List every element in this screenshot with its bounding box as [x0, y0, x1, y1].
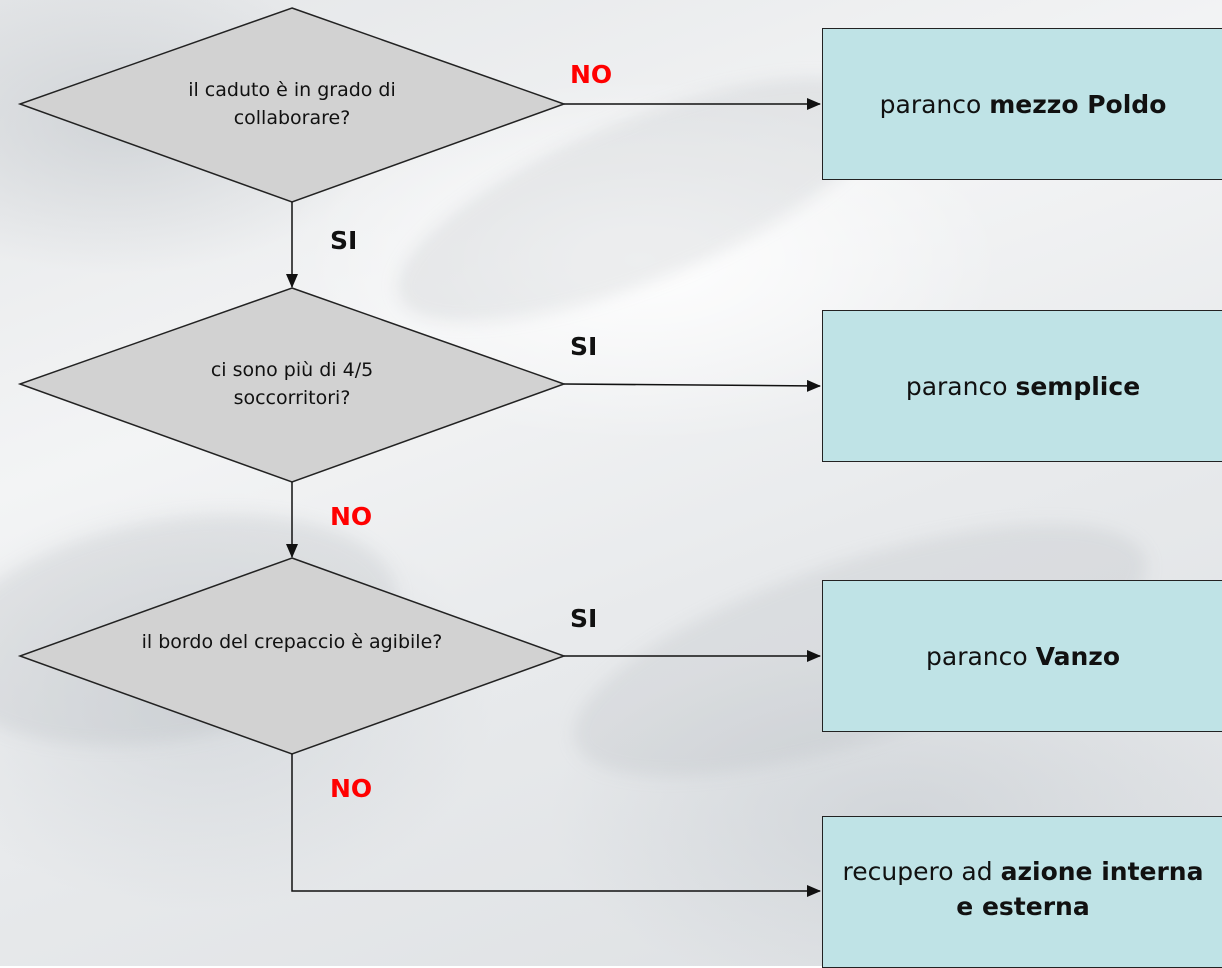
result-box-vanzo: paranco Vanzo [822, 580, 1222, 732]
label-d2-si: SI [570, 332, 598, 361]
label-d1-si: SI [330, 226, 358, 255]
result-box-azione: recupero ad azione interna e esterna [822, 816, 1222, 968]
result-prefix: paranco [905, 371, 1016, 401]
result-prefix: paranco [926, 641, 1036, 671]
result-bold: semplice [1015, 371, 1141, 401]
result-box-mezzo-poldo: paranco mezzo Poldo [822, 28, 1222, 180]
result-bold: azione interna e esterna [956, 857, 1204, 921]
decision-text-2: ci sono più di 4/5 soccorritori? [210, 359, 374, 409]
arrow-d3-to-result4 [291, 754, 821, 897]
result-box-semplice: paranco semplice [822, 310, 1222, 462]
result-bold: mezzo Poldo [989, 89, 1167, 119]
result-prefix: paranco [879, 89, 990, 119]
label-d2-no: NO [330, 502, 373, 531]
label-d3-si: SI [570, 604, 598, 633]
arrow-d2-to-result2 [563, 379, 821, 392]
label-d1-no: NO [570, 60, 613, 89]
result-bold: Vanzo [1035, 641, 1120, 671]
decision-text-3: il bordo del crepaccio è agibile? [141, 631, 443, 653]
result-prefix: recupero ad [842, 857, 1001, 886]
decision-text-1: il caduto è in grado di collaborare? [188, 79, 396, 129]
decision-diamond-3 [17, 557, 567, 755]
label-d3-no: NO [330, 774, 373, 803]
